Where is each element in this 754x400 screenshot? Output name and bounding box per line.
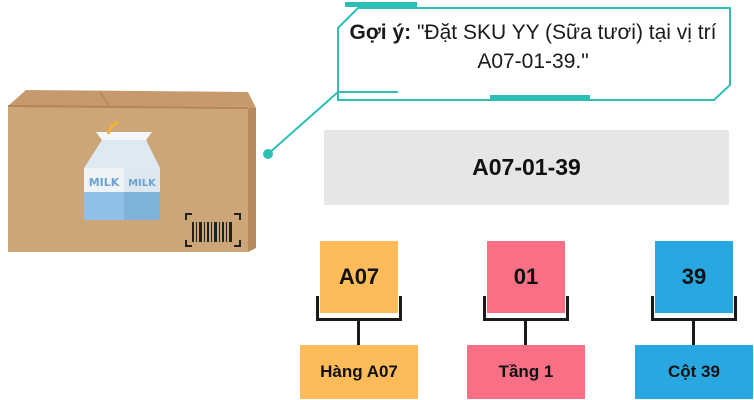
- pointer-dot: [263, 149, 273, 159]
- segment-label-row: Hàng A07: [300, 345, 418, 399]
- svg-text:MILK: MILK: [89, 176, 120, 189]
- segment-label-level: Tầng 1: [467, 345, 585, 399]
- bracket-row: [316, 296, 402, 321]
- bracket-level: [483, 296, 569, 321]
- cardboard-box-illustration: MILK MILK: [0, 88, 270, 258]
- hint-text: Gợi ý: "Đặt SKU YY (Sữa tươi) tại vị trí…: [338, 18, 728, 76]
- location-code-bar: A07-01-39: [324, 130, 729, 205]
- hint-body: "Đặt SKU YY (Sữa tươi) tại vị trí A07-01…: [411, 21, 716, 73]
- bracket-stem-column: [692, 321, 695, 345]
- svg-text:MILK: MILK: [128, 178, 157, 189]
- bracket-stem-row: [357, 321, 360, 345]
- hint-prefix: Gợi ý:: [350, 21, 412, 44]
- segment-label-column: Cột 39: [635, 345, 753, 399]
- bracket-stem-level: [524, 321, 527, 345]
- bracket-column: [651, 296, 737, 321]
